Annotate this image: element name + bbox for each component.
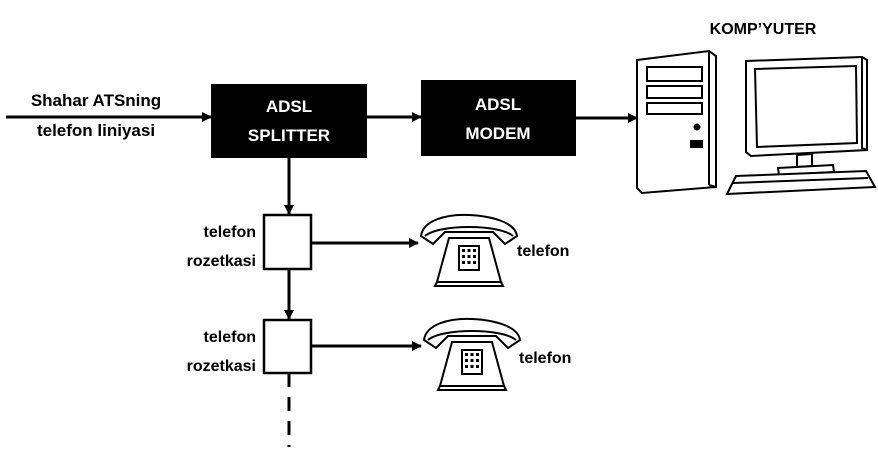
adsl-modem-block	[421, 80, 576, 156]
desktop-computer-icon	[636, 49, 877, 196]
modem-label-line1: ADSL	[475, 95, 521, 114]
socket1-label-line2: rozetkasi	[187, 253, 256, 270]
phone-socket-2	[262, 318, 313, 375]
phone2-label: telefon	[519, 350, 571, 367]
input-label-line1: Shahar ATSning	[31, 91, 161, 110]
socket1-label-line1: telefon	[204, 224, 256, 241]
modem-label-line2: MODEM	[465, 124, 530, 143]
phone1-label: telefon	[517, 243, 569, 260]
splitter-label-line1: ADSL	[266, 97, 312, 116]
adsl-splitter-block	[211, 84, 367, 158]
rotary-telephone-icon	[422, 317, 522, 391]
phone-socket-1	[262, 213, 313, 271]
splitter-label-line2: SPLITTER	[248, 126, 330, 145]
socket2-label-line2: rozetkasi	[187, 358, 256, 375]
input-label-line2: telefon liniyasi	[37, 121, 155, 140]
socket2-label-line1: telefon	[204, 329, 256, 346]
rotary-telephone-icon	[419, 213, 519, 287]
computer-label: KOMP’YUTER	[710, 21, 817, 38]
